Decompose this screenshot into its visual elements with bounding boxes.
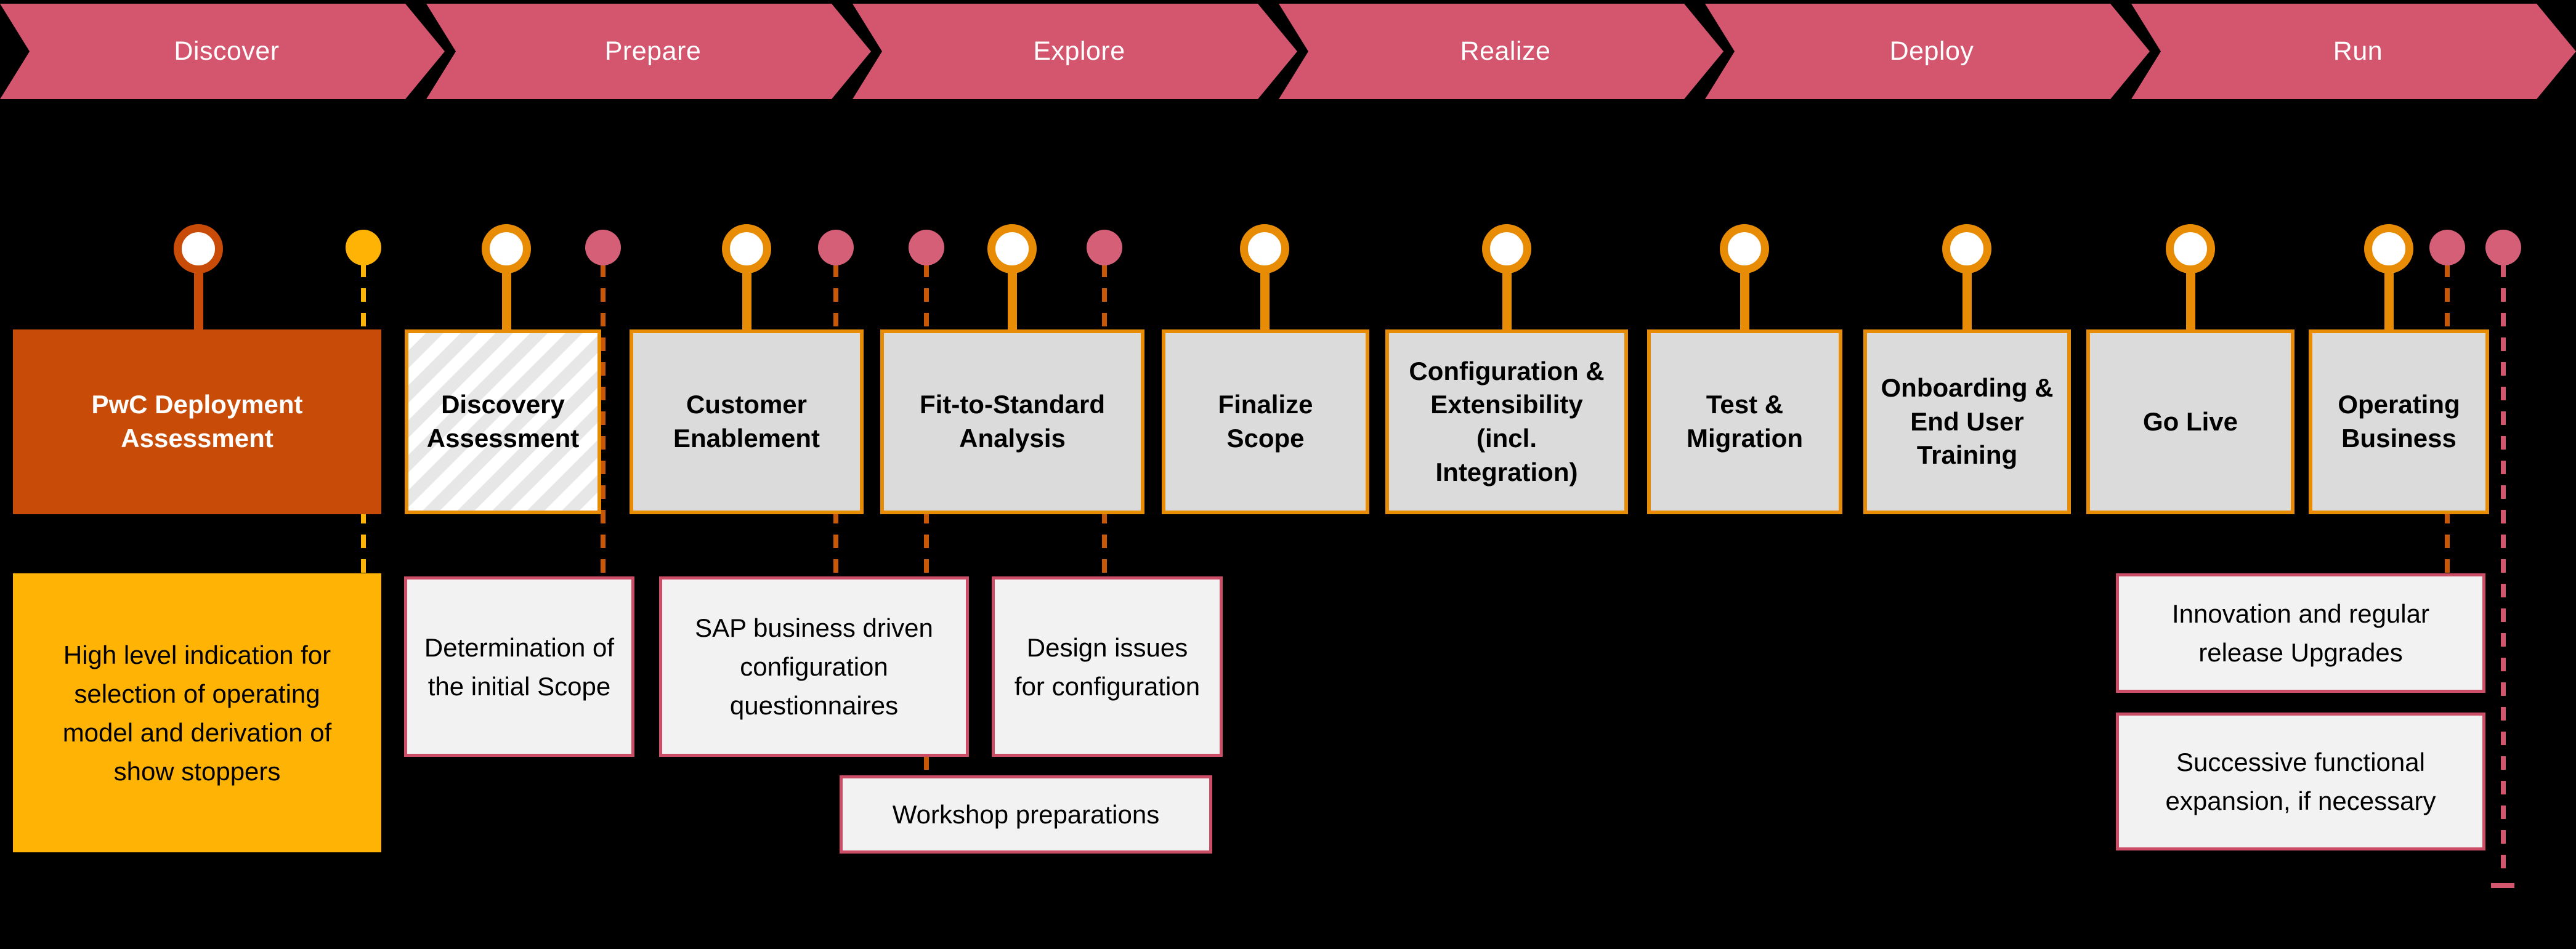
milestone-circle-pwc-assessment [174, 224, 223, 273]
phase-label: Run [2333, 36, 2383, 66]
activity-label: Successive functional expansion, if nece… [2165, 748, 2436, 815]
connector-dashed-successive-expansion [2501, 264, 2506, 879]
activity-box-sap-configuration-questionnaires: SAP business driven configuration questi… [659, 576, 969, 757]
activity-box-successive-functional-expansion: Successive functional expansion, if nece… [2116, 713, 2485, 850]
activity-label: Determination of the initial Scope [424, 632, 615, 701]
phase-label: Deploy [1889, 36, 1974, 66]
milestone-circle-onboarding [1942, 224, 1991, 273]
workstream-box-operating-business: Operating Business [2309, 329, 2489, 514]
workstream-box-test-migration: Test & Migration [1647, 329, 1842, 514]
workstream-label: Onboarding & End User Training [1881, 373, 2054, 470]
connector-dashed-workshop-preparations [924, 264, 929, 778]
workstream-label: Fit-to-Standard Analysis [920, 390, 1105, 453]
connector-dashed-determination-scope [601, 264, 606, 578]
workstream-box-pwc-deployment-assessment: PwC Deployment Assessment [13, 329, 381, 514]
activity-label: High level indication for selection of o… [62, 640, 332, 786]
workstream-label: Customer Enablement [673, 390, 820, 453]
workstream-label: Go Live [2142, 406, 2238, 436]
milestone-dot-innovation-upgrades [2429, 230, 2465, 265]
milestone-circle-fit-to-standard [987, 224, 1037, 273]
milestone-circle-discovery [482, 224, 531, 273]
activity-box-innovation-release-upgrades: Innovation and regular release Upgrades [2116, 573, 2485, 693]
workstream-label: Discovery Assessment [426, 390, 580, 453]
milestone-dot-sap-questionnaires [818, 230, 854, 265]
activity-box-high-level-indication: High level indication for selection of o… [13, 573, 381, 852]
milestone-circle-finalize-scope [1240, 224, 1289, 273]
milestone-circle-test-migration [1720, 224, 1769, 273]
workstream-box-configuration-extensibility: Configuration & Extensibility (incl. Int… [1385, 329, 1628, 514]
workstream-label: Operating Business [2338, 390, 2460, 453]
activity-label: Workshop preparations [892, 800, 1160, 829]
milestone-dot-high-level-indication [346, 230, 381, 265]
phase-label: Realize [1460, 36, 1551, 66]
workstream-box-finalize-scope: Finalize Scope [1162, 329, 1369, 514]
milestone-circle-customer-enablement [722, 224, 771, 273]
workstream-label: Test & Migration [1687, 390, 1803, 453]
workstream-box-fit-to-standard-analysis: Fit-to-Standard Analysis [880, 329, 1144, 514]
activity-box-determination-initial-scope: Determination of the initial Scope [404, 576, 634, 757]
activity-label: Design issues for configuration [1014, 632, 1201, 701]
workstream-label: PwC Deployment Assessment [91, 390, 303, 453]
phase-chevron-prepare: Prepare [426, 4, 871, 99]
milestone-circle-configuration [1482, 224, 1531, 273]
workstream-box-discovery-assessment: Discovery Assessment [405, 329, 601, 514]
workstream-box-go-live: Go Live [2086, 329, 2295, 514]
phase-chevron-deploy: Deploy [1705, 4, 2150, 99]
phase-chevron-discover: Discover [0, 4, 445, 99]
workstream-box-onboarding-end-user-training: Onboarding & End User Training [1863, 329, 2071, 514]
milestone-circle-go-live [2166, 224, 2215, 273]
workstream-label: Finalize Scope [1218, 390, 1313, 453]
phase-label: Explore [1033, 36, 1125, 66]
phase-label: Prepare [604, 36, 702, 66]
milestone-circle-operating-business [2364, 224, 2413, 273]
activity-box-design-issues: Design issues for configuration [992, 576, 1223, 757]
milestone-dot-successive-expansion [2485, 230, 2521, 265]
phase-chevron-realize: Realize [1279, 4, 1723, 99]
activity-box-workshop-preparations: Workshop preparations [840, 775, 1212, 854]
workstream-box-customer-enablement: Customer Enablement [630, 329, 864, 514]
activity-label: Innovation and regular release Upgrades [2172, 599, 2429, 667]
milestone-dot-design-issues [1087, 230, 1122, 265]
phase-chevron-run: Run [2131, 4, 2576, 99]
milestone-dot-determination-scope [585, 230, 621, 265]
activity-label: SAP business driven configuration questi… [695, 613, 933, 720]
workstream-label: Configuration & Extensibility (incl. Int… [1409, 356, 1605, 487]
phase-label: Discover [174, 36, 280, 66]
milestone-dot-workshop-preparations [909, 230, 944, 265]
phase-chevron-explore: Explore [853, 4, 1297, 99]
connector-elbow-dash [2491, 883, 2514, 888]
